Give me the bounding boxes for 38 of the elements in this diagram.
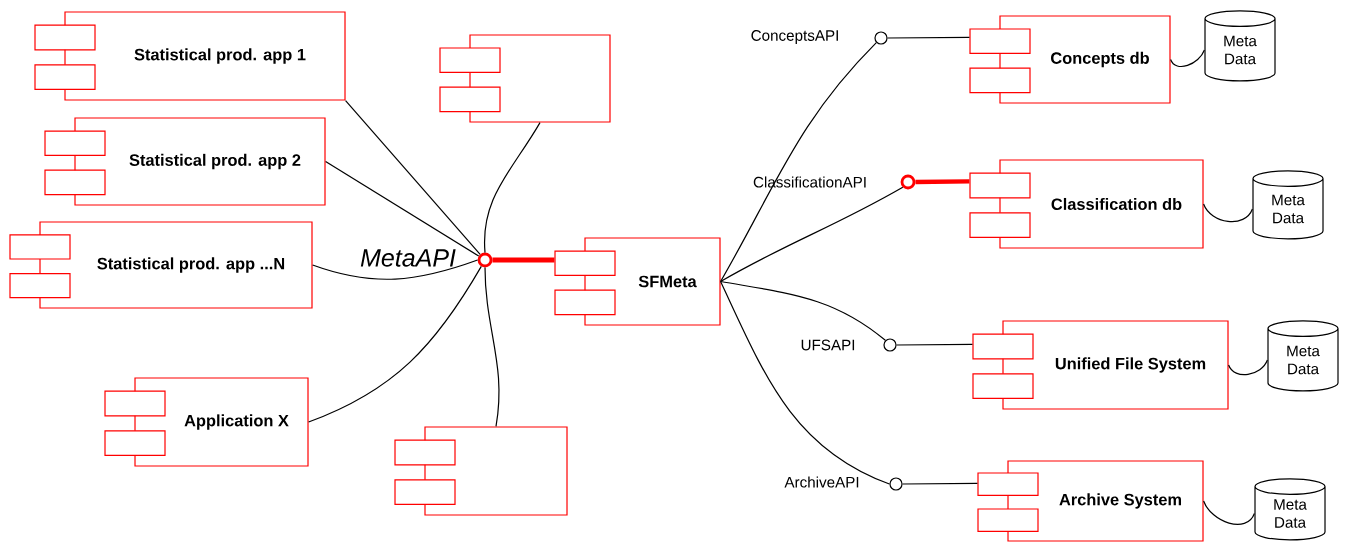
interface-label: ConceptsAPI — [751, 30, 838, 44]
connector-line — [915, 179, 970, 185]
database-cylinder: Meta Data — [1267, 320, 1339, 392]
database-cylinder: Meta Data — [1254, 478, 1326, 541]
interface-label: UFSAPI — [801, 339, 855, 351]
connector-line — [312, 259, 479, 280]
connector-line — [483, 122, 541, 254]
connector-line — [720, 280, 886, 341]
connector-line — [1228, 359, 1268, 376]
connector-line — [325, 160, 480, 257]
connector-line — [492, 257, 555, 263]
component-box — [439, 34, 611, 123]
connector-line — [1203, 500, 1255, 525]
interface-label: ArchiveAPI — [784, 476, 859, 488]
component-box: Unified File System — [972, 320, 1229, 410]
connector-line — [345, 100, 481, 255]
connector-line — [1203, 203, 1253, 223]
component-box: Statistical prod. app 2 — [44, 117, 326, 206]
connector-line — [720, 186, 904, 283]
connector-line — [902, 482, 978, 485]
connector-line — [308, 265, 482, 423]
connector-line — [720, 42, 877, 283]
component-box: Statistical prod. app 1 — [34, 11, 346, 101]
connector-line — [720, 280, 890, 485]
connector-line — [887, 36, 970, 39]
component-box: SFMeta — [554, 237, 721, 326]
database-cylinder: Meta Data — [1252, 170, 1324, 240]
component-box: Application X — [104, 377, 309, 467]
connector-line — [896, 343, 973, 346]
connector-line — [484, 266, 500, 427]
component-box: Archive System — [977, 460, 1204, 542]
component-box: Classification db — [969, 159, 1204, 249]
database-cylinder: Meta Data — [1204, 10, 1276, 82]
component-box — [394, 426, 568, 516]
component-box: Concepts db — [969, 15, 1171, 104]
connector-line — [1170, 49, 1205, 68]
component-box: Statistical prod. app ...N — [9, 221, 313, 309]
interface-label: MetaAPI — [360, 249, 456, 267]
